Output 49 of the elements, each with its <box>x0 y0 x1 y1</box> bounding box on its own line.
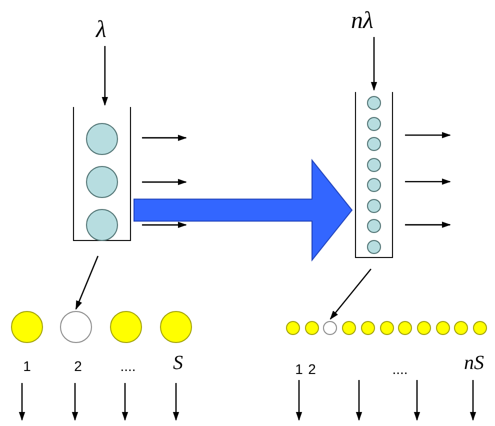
customer-circle <box>367 240 381 254</box>
customer-circle <box>86 166 118 198</box>
server-circle <box>454 321 468 335</box>
rate-label: nλ <box>351 8 374 34</box>
customer-circle <box>367 219 381 233</box>
arrow <box>330 268 372 320</box>
arrow <box>142 134 187 141</box>
server-circle <box>342 321 356 335</box>
arrow <box>405 132 451 138</box>
server-number: 2 <box>74 358 82 374</box>
arrow <box>142 178 187 186</box>
queue-box <box>355 92 393 258</box>
customer-circle <box>367 198 381 212</box>
server-circle <box>416 321 431 335</box>
server-number: 1 <box>295 361 303 377</box>
customer-circle <box>86 209 118 241</box>
customer-circle <box>367 178 381 192</box>
customer-circle <box>367 116 381 130</box>
block-arrow <box>134 158 353 262</box>
server-circle <box>160 311 192 343</box>
server-circle <box>436 321 450 335</box>
customer-circle <box>367 96 381 110</box>
arrow <box>370 37 378 91</box>
server-circle <box>304 321 319 335</box>
server-circle <box>398 321 412 335</box>
arrow <box>75 256 99 310</box>
customer-circle <box>367 137 381 151</box>
queue-box <box>73 107 131 241</box>
ellipsis-label: .... <box>392 361 408 377</box>
server-number: nS <box>464 352 484 374</box>
server-circle <box>60 311 92 343</box>
server-circle <box>380 321 394 335</box>
arrow <box>405 178 451 185</box>
server-circle <box>286 321 300 335</box>
server-number: 2 <box>308 361 316 377</box>
customer-circle <box>86 123 118 155</box>
arrow <box>142 222 187 228</box>
server-circle <box>110 311 142 343</box>
server-circle <box>473 321 487 335</box>
rate-label: λ <box>96 17 106 43</box>
ellipsis-label: .... <box>120 358 136 374</box>
server-circle <box>323 321 338 335</box>
server-circle <box>360 321 375 335</box>
server-number: S <box>173 352 183 374</box>
arrow <box>102 46 108 106</box>
server-number: 1 <box>23 358 31 374</box>
server-circle <box>11 311 43 343</box>
customer-circle <box>367 158 381 172</box>
arrow <box>405 222 451 228</box>
